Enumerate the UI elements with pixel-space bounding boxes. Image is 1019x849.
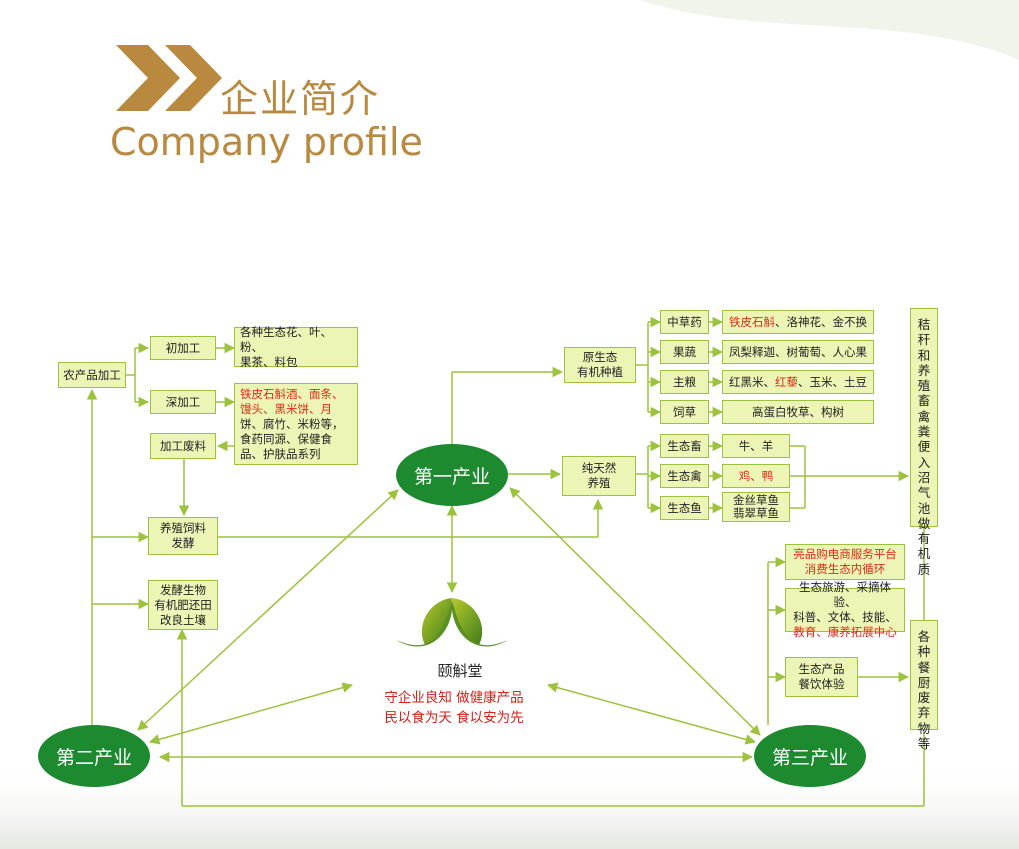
fish-items-line: 翡翠草鱼 [733, 506, 779, 520]
header-title-en: Company profile [110, 120, 423, 164]
poultry-items-box: 鸡、鸭 [722, 464, 790, 488]
slogan-line-1: 守企业良知 做健康产品 [384, 690, 524, 706]
straw-column-text: 秸秆和养殖畜禽粪便入沼气池做有机质 [917, 317, 931, 577]
breeding-line: 纯天然 [581, 461, 617, 475]
ecommerce-box: 亮品购电商服务平台消费生态内循环 [785, 544, 905, 580]
grains-items-a: 红黑米、 [729, 374, 775, 389]
agri-processing-box: 农产品加工 [58, 362, 126, 388]
primary-products-box: 各种生态花、叶、粉、果茶、料包 [234, 324, 358, 369]
fruits-veg-items-box: 凤梨释迦、树葡萄、人心果 [722, 340, 874, 364]
planting-line: 有机种植 [577, 365, 623, 379]
fertilizer-box: 发酵生物有机肥还田改良土壤 [148, 580, 218, 630]
waste-column-text: 各种餐厨废弃物等 [917, 629, 931, 752]
tourism-line: 教育、康养拓展中心 [793, 625, 897, 639]
livestock-items-box: 牛、羊 [722, 434, 790, 458]
catering-line: 生态产品 [798, 662, 845, 676]
leaf-logo-icon [396, 598, 508, 647]
top-right-mist [640, 0, 1019, 60]
grains-items-box: 红黑米、红藜、玉米、土豆 [722, 370, 874, 394]
grains-items-b: 、玉米、土豆 [798, 374, 867, 389]
herbs-box: 中草药 [660, 310, 709, 334]
ecommerce-line: 消费生态内循环 [804, 562, 886, 576]
tourism-line: 科普、文体、技能、 [793, 610, 897, 624]
connector-lines [86, 316, 925, 807]
fish-box: 生态鱼 [660, 496, 709, 520]
waste-column: 各种餐厨废弃物等 [910, 620, 938, 751]
deep-products-line: 食药同源、保健食 [240, 431, 332, 446]
feed-line: 养殖饲料 [160, 521, 206, 535]
feed-box: 养殖饲料发酵 [148, 517, 218, 555]
herbs-items-rest: 、洛神花、金不换 [775, 314, 867, 329]
herbs-items-highlight: 铁皮石斛 [729, 314, 775, 329]
breeding-line: 养殖 [587, 476, 611, 490]
tertiary-industry-node: 第三产业 [754, 725, 866, 787]
tourism-box: 生态旅游、采摘体验、科普、文体、技能、教育、康养拓展中心 [785, 580, 905, 639]
poultry-items: 鸡、鸭 [738, 468, 774, 483]
deep-products-line: 铁皮石斛酒、面条、 [240, 386, 344, 401]
planting-line: 原生态 [582, 350, 618, 364]
processing-waste-box: 加工废料 [150, 433, 216, 459]
deep-products-line: 饼、腐竹、米粉等， [240, 416, 344, 431]
bottom-fog [0, 760, 1019, 849]
fish-items-box: 金丝草鱼翡翠草鱼 [722, 492, 790, 522]
primary-industry-node: 第一产业 [396, 444, 508, 506]
breeding-box: 纯天然养殖 [562, 456, 636, 496]
herbs-items-box: 铁皮石斛、洛神花、金不换 [722, 310, 874, 334]
grains-items-highlight: 红藜 [775, 374, 798, 389]
fertilizer-line: 有机肥还田 [154, 597, 212, 612]
ecommerce-line: 亮品购电商服务平台 [793, 547, 897, 561]
deep-products-line: 馒头、黑米饼、月 [240, 401, 332, 416]
primary-products-line: 各种生态花、叶、粉、 [240, 324, 332, 354]
catering-box: 生态产品餐饮体验 [785, 657, 858, 697]
deep-products-line: 品、护肤品系列 [240, 446, 321, 461]
header-title-cn: 企业简介 [220, 77, 381, 121]
slogan-line-2: 民以食为天 食以安为先 [384, 710, 524, 726]
feed-line: 发酵 [171, 536, 195, 550]
tourism-line: 生态旅游、采摘体验、 [799, 580, 891, 609]
poultry-box: 生态禽 [660, 464, 709, 488]
chevron-icon [116, 45, 222, 111]
fruits-veg-box: 果蔬 [660, 340, 709, 364]
straw-column: 秸秆和养殖畜禽粪便入沼气池做有机质 [910, 308, 938, 577]
grains-box: 主粮 [660, 370, 709, 394]
fertilizer-line: 发酵生物 [160, 582, 206, 597]
secondary-industry-node: 第二产业 [38, 725, 150, 787]
livestock-box: 生态畜 [660, 434, 709, 458]
primary-products-line: 果茶、料包 [240, 354, 298, 369]
primary-processing-box: 初加工 [150, 336, 216, 360]
forage-box: 饲草 [660, 400, 709, 424]
planting-box: 原生态有机种植 [564, 347, 636, 383]
brand-name: 颐斛堂 [437, 662, 483, 680]
deep-processing-box: 深加工 [150, 390, 216, 414]
fertilizer-line: 改良土壤 [160, 612, 206, 627]
deep-products-box: 铁皮石斛酒、面条、 馒头、黑米饼、月 饼、腐竹、米粉等， 食药同源、保健食 品、… [234, 383, 358, 465]
catering-line: 餐饮体验 [798, 677, 845, 691]
forage-items-box: 高蛋白牧草、构树 [722, 400, 874, 424]
fish-items-line: 金丝草鱼 [733, 493, 779, 507]
